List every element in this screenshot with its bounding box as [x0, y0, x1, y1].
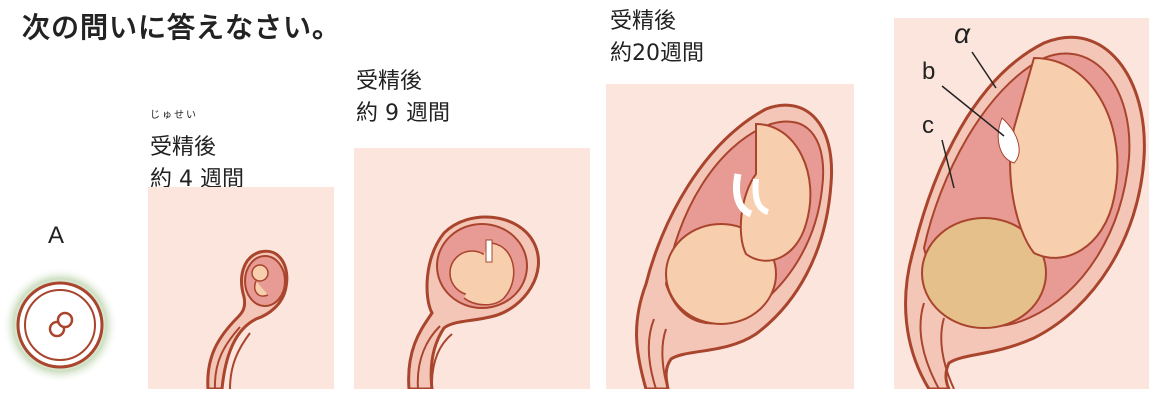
stage-20w-illustration	[606, 84, 854, 389]
stage-9w-illustration	[354, 148, 590, 389]
stage-4w-panel	[148, 187, 334, 389]
stage-4w-line1: 受精後	[150, 132, 244, 164]
stage-4w-label: じゅせい 受精後 約 4 週間	[150, 100, 244, 196]
leader-lines	[894, 18, 1149, 389]
stage-9w-line2: 約 9 週間	[356, 98, 450, 130]
stage-9w-label: 受精後 約 9 週間	[356, 66, 450, 130]
stage-4w-illustration	[148, 187, 334, 389]
stage-9w-line1: 受精後	[356, 66, 450, 98]
fertilized-egg-illustration	[2, 268, 122, 386]
stage-20w-panel	[606, 84, 854, 389]
question-title: 次の問いに答えなさい。	[22, 6, 341, 46]
stage-20w-line1: 受精後	[610, 6, 704, 38]
stage-9w-panel	[354, 148, 590, 389]
stage-20w-label: 受精後 約20週間	[610, 6, 704, 70]
stage-4w-ruby: じゅせい	[150, 100, 244, 132]
stage-20w-line2: 約20週間	[610, 38, 704, 70]
label-a: A	[48, 222, 64, 250]
